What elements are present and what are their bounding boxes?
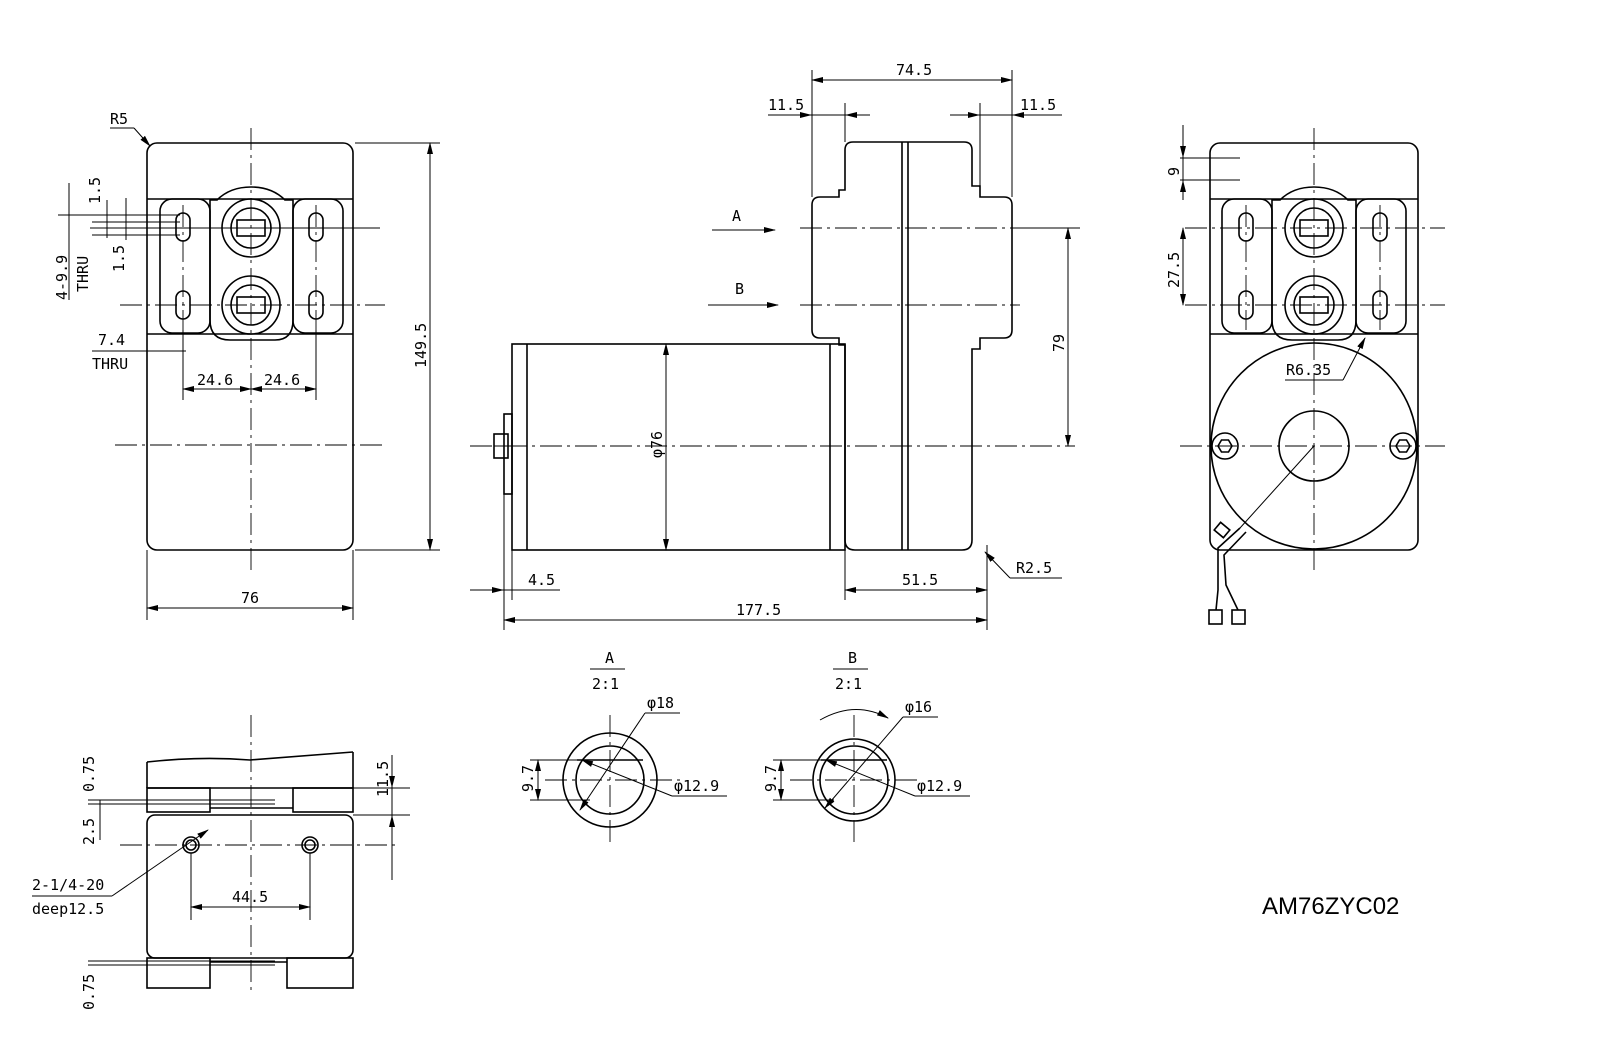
side-section-a-label: A xyxy=(732,207,741,225)
detail-b-phi129-label: φ12.9 xyxy=(917,777,962,795)
side-115b-arrow-l xyxy=(968,112,980,118)
rear-lead-wire-2 xyxy=(1223,531,1247,611)
front-76-label: 76 xyxy=(241,589,259,607)
side-745-label: 74.5 xyxy=(896,61,932,79)
side-r25-arrow xyxy=(984,551,1011,579)
detail-a-97-label: 9.7 xyxy=(519,765,537,792)
detail-a-phi129-leader xyxy=(581,759,673,797)
front-thru1-label: THRU xyxy=(74,256,92,292)
rear-connector-right xyxy=(1231,609,1246,625)
side-gearbox-outline xyxy=(811,141,1013,551)
front-246b-label: 24.6 xyxy=(264,371,300,389)
side-section-b-label: B xyxy=(735,280,744,298)
side-r25-label: R2.5 xyxy=(1016,559,1052,577)
front-thru2-label: THRU xyxy=(92,355,128,373)
detail-b-scale: 2:1 xyxy=(835,675,862,693)
bottom-25-label: 2.5 xyxy=(80,818,98,845)
bottom-115-label: 11.5 xyxy=(374,761,392,797)
bottom-left-foot-bot xyxy=(146,957,211,989)
detail-a-phi18-label: φ18 xyxy=(647,694,674,712)
side-1775-label: 177.5 xyxy=(736,601,781,619)
side-115b-label: 11.5 xyxy=(1020,96,1056,114)
side-45-arrow xyxy=(492,587,504,593)
rear-screw-left-ring xyxy=(1211,432,1239,460)
front-r5-arrow xyxy=(133,127,151,147)
bottom-115-arrow-top xyxy=(389,776,395,788)
detail-b-rotation-arrow xyxy=(819,709,889,721)
side-45-label: 4.5 xyxy=(528,571,555,589)
bottom-right-foot-top xyxy=(292,787,354,813)
rear-9-arrow-bot xyxy=(1180,180,1186,192)
side-motor-terminal-plate xyxy=(503,413,513,495)
detail-b-phi16-leader xyxy=(824,716,904,809)
side-115a-label: 11.5 xyxy=(768,96,804,114)
rear-275-label: 27.5 xyxy=(1165,252,1183,288)
front-view: R5 1.5 1.5 4-9.9 THRU 7.4 THRU 24.6 24.6… xyxy=(53,110,440,620)
front-246a-label: 24.6 xyxy=(197,371,233,389)
side-view: 74.5 11.5 11.5 A B φ76 79 4.5 51. xyxy=(470,61,1080,630)
front-left-slot-frame xyxy=(159,198,211,334)
rear-lead-wire-1 xyxy=(1215,527,1241,611)
front-15a-label: 1.5 xyxy=(86,177,104,204)
front-499-label: 4-9.9 xyxy=(53,255,71,300)
side-79-label: 79 xyxy=(1050,334,1068,352)
rear-9-arrow-top xyxy=(1180,146,1186,158)
detail-b-phi16-label: φ16 xyxy=(905,698,932,716)
rear-9-label: 9 xyxy=(1165,167,1183,176)
bottom-main-block xyxy=(146,814,354,959)
front-74-label: 7.4 xyxy=(98,331,125,349)
rear-r635-arrow xyxy=(1342,337,1366,381)
rear-view: 9 27.5 R6.35 xyxy=(1165,125,1445,625)
detail-b-phi129-leader xyxy=(825,759,916,797)
rear-connector-left xyxy=(1208,609,1223,625)
detail-a-phi129-label: φ12.9 xyxy=(674,777,719,795)
detail-b: B 2:1 9.7 φ16 φ12.9 xyxy=(762,649,970,845)
side-115b-arrow-r xyxy=(1012,112,1024,118)
front-15b-label: 1.5 xyxy=(110,245,128,272)
detail-b-97-label: 9.7 xyxy=(762,765,780,792)
front-plate-outline xyxy=(146,142,354,551)
side-115a-arrow-r xyxy=(845,112,857,118)
front-r5-label: R5 xyxy=(110,110,128,128)
bottom-445-label: 44.5 xyxy=(232,888,268,906)
front-1495-label: 149.5 xyxy=(412,323,430,368)
detail-a-scale: 2:1 xyxy=(592,675,619,693)
bottom-top-broken-edge xyxy=(146,751,354,763)
side-515-label: 51.5 xyxy=(902,571,938,589)
bottom-tap-label: 2-1/4-20 xyxy=(32,876,104,894)
bottom-115-arrow-bot xyxy=(389,815,395,827)
side-115a-arrow-l xyxy=(800,112,812,118)
rear-left-slot-frame xyxy=(1221,198,1273,334)
detail-a: A 2:1 9.7 φ18 φ12.9 xyxy=(519,649,727,845)
bottom-tap-leader xyxy=(111,829,209,897)
bottom-075b-label: 0.75 xyxy=(80,974,98,1010)
bottom-deep-label: deep12.5 xyxy=(32,900,104,918)
front-right-slot-frame xyxy=(292,198,344,334)
model-number: AM76ZYC02 xyxy=(1262,893,1399,920)
bottom-075a-label: 0.75 xyxy=(80,756,98,792)
detail-b-title: B xyxy=(848,649,857,667)
side-motor-body xyxy=(511,343,846,551)
bottom-right-foot-bot xyxy=(286,957,354,989)
rear-lead-wire-sleeve xyxy=(1213,521,1231,539)
rear-right-slot-frame xyxy=(1355,198,1407,334)
side-phi76-label: φ76 xyxy=(648,431,666,458)
rear-diagonal-ref xyxy=(1239,445,1315,529)
front-gearbox-boss xyxy=(209,186,294,341)
detail-a-phi18-leader xyxy=(579,712,646,811)
detail-a-title: A xyxy=(605,649,614,667)
rear-r635-label: R6.35 xyxy=(1286,361,1331,379)
bottom-view: 0.75 2.5 11.5 2-1/4-20 deep12.5 44.5 0.7… xyxy=(32,715,410,1010)
